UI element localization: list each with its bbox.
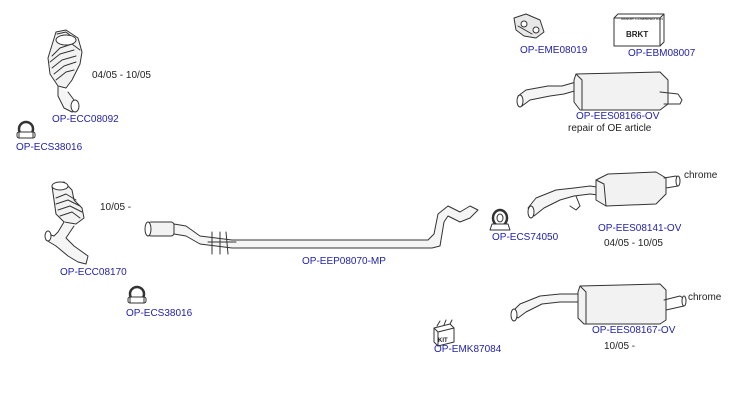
clamp-1-drawing[interactable] — [16, 120, 36, 139]
mount-code-link[interactable]: OP-EME08019 — [520, 45, 588, 56]
clamp-2-drawing[interactable] — [127, 285, 147, 304]
clamp-3-code-link[interactable]: OP-ECS74050 — [492, 232, 559, 243]
kit-drawing[interactable] — [433, 319, 455, 347]
catalyst-2-drawing[interactable] — [44, 181, 89, 265]
kit-icon-label: KIT — [438, 338, 448, 344]
rear-silencer-2-date: 04/05 - 10/05 — [604, 238, 663, 249]
kit-code-link[interactable]: OP-EMK87084 — [434, 344, 502, 355]
rear-silencer-2-note: chrome — [684, 170, 718, 181]
middle-pipe-code-link[interactable]: OP-EEP08070-MP — [302, 256, 386, 267]
rear-silencer-2-code-link[interactable]: OP-EES08141-OV — [598, 223, 682, 234]
rear-silencer-3-drawing[interactable] — [510, 283, 687, 325]
rear-silencer-1-drawing[interactable] — [516, 71, 683, 111]
rear-silencer-1-code-link[interactable]: OP-EES08166-OV — [576, 111, 660, 122]
rear-silencer-3-date: 10/05 - — [604, 341, 636, 352]
rear-silencer-2-drawing[interactable] — [527, 171, 681, 219]
catalyst-1-code-link[interactable]: OP-ECC08092 — [52, 114, 119, 125]
clamp-3-drawing[interactable] — [489, 208, 511, 231]
catalyst-1-drawing[interactable] — [47, 29, 83, 113]
catalyst-2-code-link[interactable]: OP-ECC08170 — [60, 267, 127, 278]
bracket-icon-label: BRKT — [626, 30, 648, 39]
rear-silencer-3-note: chrome — [688, 292, 722, 303]
bracket-code-link[interactable]: OP-EBM08007 — [628, 48, 696, 59]
clamp-2-code-link[interactable]: OP-ECS38016 — [126, 308, 193, 319]
bracket-drawing[interactable] — [613, 13, 665, 47]
rear-silencer-3-code-link[interactable]: OP-EES08167-OV — [592, 325, 676, 336]
clamp-1-code-link[interactable]: OP-ECS38016 — [16, 142, 83, 153]
catalyst-2-date: 10/05 - — [100, 202, 132, 213]
bracket-image-caption: IMAGE COMBINATION — [621, 16, 663, 21]
rear-silencer-1-note: repair of OE article — [568, 123, 652, 134]
middle-pipe-drawing[interactable] — [144, 205, 479, 255]
mount-drawing[interactable] — [513, 13, 545, 39]
catalyst-1-date: 04/05 - 10/05 — [92, 70, 151, 81]
